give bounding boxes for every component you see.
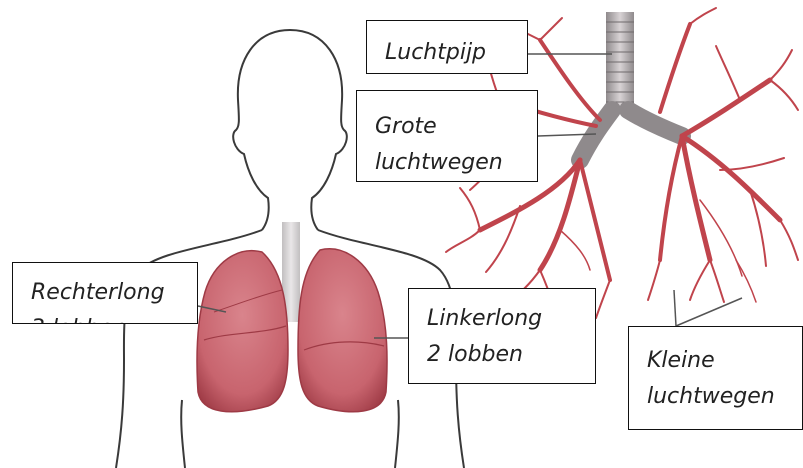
label-small-airways-line2: luchtwegen bbox=[647, 379, 802, 415]
label-right-lung-line2: 3 lobben bbox=[31, 311, 197, 324]
label-right-lung: Rechterlong 3 lobben bbox=[12, 262, 198, 324]
label-trachea-text: Luchtpijp bbox=[385, 37, 527, 69]
label-large-airways-line2: luchtwegen bbox=[375, 145, 537, 181]
left-lung bbox=[298, 249, 387, 412]
label-small-airways: Kleine luchtwegen bbox=[628, 326, 803, 430]
right-lung bbox=[197, 251, 288, 412]
label-trachea: Luchtpijp bbox=[366, 20, 528, 74]
label-left-lung-line2: 2 lobben bbox=[427, 337, 595, 373]
label-right-lung-line1: Rechterlong bbox=[31, 275, 197, 311]
label-large-airways-line1: Grote bbox=[375, 109, 537, 145]
label-large-airways: Grote luchtwegen bbox=[356, 90, 538, 182]
label-small-airways-line1: Kleine bbox=[647, 343, 802, 379]
label-left-lung: Linkerlong 2 lobben bbox=[408, 288, 596, 384]
label-left-lung-line1: Linkerlong bbox=[427, 301, 595, 337]
